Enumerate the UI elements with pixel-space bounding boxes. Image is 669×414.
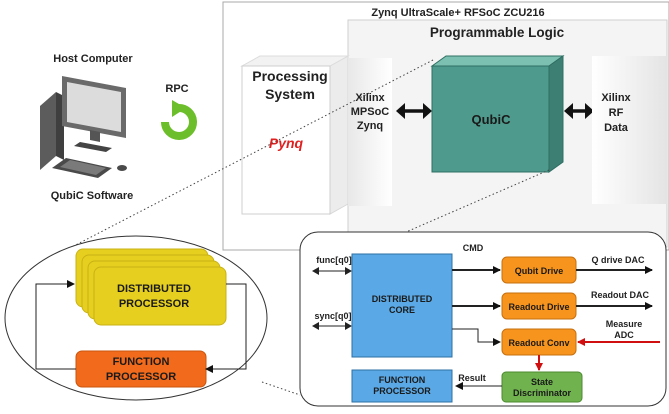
core-line2: CORE [389, 305, 415, 315]
computer-icon [40, 76, 127, 178]
result-label: Result [458, 373, 486, 383]
rf-data-panel [592, 56, 667, 204]
adc-label: ADC [614, 330, 634, 340]
dp-line1: DISTRIBUTED [117, 283, 191, 295]
sd-line2: Discriminator [513, 388, 572, 398]
sync-label: sync[q0] [314, 311, 351, 321]
readout-drive-label: Readout Drive [508, 302, 569, 312]
loop-arrow-left [35, 280, 76, 370]
readout-conv-label: Readout Conv [508, 338, 569, 348]
fp-detail-line2: PROCESSOR [373, 386, 431, 396]
arrow-core-readout-conv [452, 328, 501, 346]
rpc-label: RPC [165, 83, 188, 95]
pynq-label: Pynq [269, 135, 304, 151]
core-line1: DISTRIBUTED [372, 294, 433, 304]
host-computer-label: Host Computer [53, 53, 133, 65]
q-drive-dac-label: Q drive DAC [591, 255, 645, 265]
measure-label: Measure [606, 319, 643, 329]
processing-system-block [240, 55, 350, 215]
double-arrow-qubic-rf [564, 103, 594, 119]
qubic-block [430, 55, 565, 173]
cmd-label: CMD [463, 243, 484, 253]
dp-line2: PROCESSOR [119, 298, 189, 310]
mpsoc-line2: MPSoC [351, 106, 390, 118]
fp-detail-line1: FUNCTION [379, 375, 426, 385]
distributed-processor-stack [75, 248, 227, 326]
zoom-line-bottom [261, 381, 301, 396]
fp-line1: FUNCTION [113, 356, 170, 368]
qubit-drive-label: Qubit Drive [515, 266, 564, 276]
processing-label: Processing [252, 68, 327, 84]
readout-dac-label: Readout DAC [591, 290, 649, 300]
mpsoc-panel [348, 58, 392, 206]
function-processor-detail-block [351, 369, 453, 403]
func-arrow [312, 267, 352, 275]
sync-arrow [312, 322, 352, 330]
qubic-label: QubiC [472, 112, 512, 127]
rf-line2: RF [609, 107, 624, 119]
zoom-line-left [65, 59, 434, 251]
rf-line3: Data [604, 122, 629, 134]
sd-line1: State [531, 377, 553, 387]
double-arrow-ps-qubic [396, 103, 432, 119]
programmable-logic-title: Programmable Logic [430, 25, 565, 40]
fp-line2: PROCESSOR [106, 371, 176, 383]
qubic-software-label: QubiC Software [51, 190, 134, 202]
func-label: func[q0] [316, 255, 352, 265]
state-discriminator-block [501, 371, 583, 403]
mpsoc-line3: Zynq [357, 120, 383, 132]
refresh-icon [161, 100, 197, 140]
mpsoc-line1: Xilinx [355, 92, 385, 104]
distributed-core-block [351, 253, 453, 358]
board-title: Zynq UltraScale+ RFSoC ZCU216 [371, 7, 544, 19]
system-label: System [265, 86, 315, 102]
loop-arrow-right [205, 283, 247, 373]
rf-line1: Xilinx [601, 92, 631, 104]
